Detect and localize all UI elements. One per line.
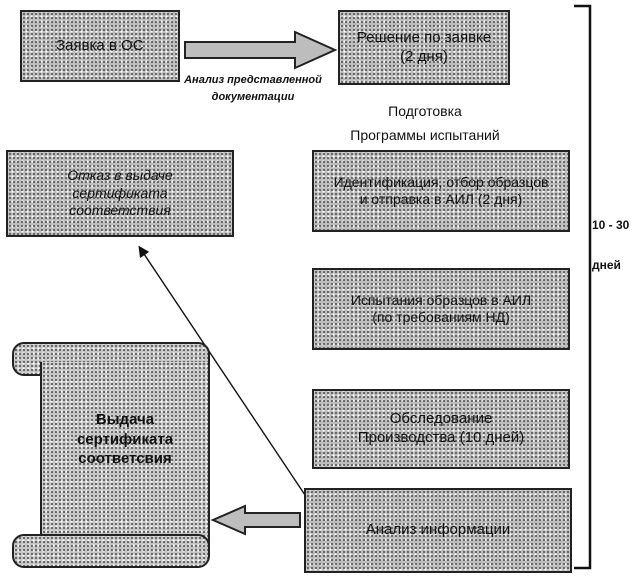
application-label: Заявка в ОС xyxy=(56,36,144,54)
duration-label: 10 - 30 дней xyxy=(592,218,634,273)
duration-unit: дней xyxy=(592,258,621,273)
identification-duration: и отправка в АИЛ (2 дня) xyxy=(359,191,523,207)
scroll-bottom-roll xyxy=(12,534,210,568)
arrow-application-to-decision xyxy=(184,30,338,70)
testing-box: Испытания образцов в АИЛ (по требованиям… xyxy=(312,268,570,350)
decision-label: Решение по заявке xyxy=(356,28,492,46)
identification-box: Идентификация, отбор образцов и отправка… xyxy=(312,150,570,232)
refusal-label-3: соответствия xyxy=(69,202,171,219)
scroll-body xyxy=(40,362,210,547)
inspection-box: Обследование Производства (10 дней) xyxy=(312,389,570,469)
inspection-label: Обследование xyxy=(389,410,493,428)
certificate-label: Выдача сертификата соответсвия xyxy=(76,411,174,467)
program-label: Подготовка Программы испытаний xyxy=(350,103,500,143)
decision-duration: (2 дня) xyxy=(400,47,448,65)
decision-box: Решение по заявке (2 дня) xyxy=(338,10,510,85)
arrow-analysis-to-refusal xyxy=(138,245,306,496)
analysis-box: Анализ информации xyxy=(304,488,572,573)
arrow-analysis-to-certificate xyxy=(210,504,301,536)
refusal-label-1: Отказ в выдаче xyxy=(67,167,173,184)
testing-label: Испытания образцов в АИЛ xyxy=(350,291,532,308)
review-label: Анализ представленной документации xyxy=(184,74,322,103)
testing-requirements: (по требованиям НД) xyxy=(372,309,510,325)
refusal-box: Отказ в выдаче сертификата соответствия xyxy=(6,150,234,237)
application-box: Заявка в ОС xyxy=(20,10,180,82)
identification-label: Идентификация, отбор образцов xyxy=(333,173,549,190)
inspection-duration: Производства (10 дней) xyxy=(357,429,525,446)
certificate-scroll: Выдача сертификата соответсвия xyxy=(12,342,210,568)
analysis-label: Анализ информации xyxy=(365,521,511,539)
refusal-label-2: сертификата xyxy=(72,184,168,201)
duration-bracket xyxy=(574,4,592,570)
duration-value: 10 - 30 xyxy=(592,218,630,232)
